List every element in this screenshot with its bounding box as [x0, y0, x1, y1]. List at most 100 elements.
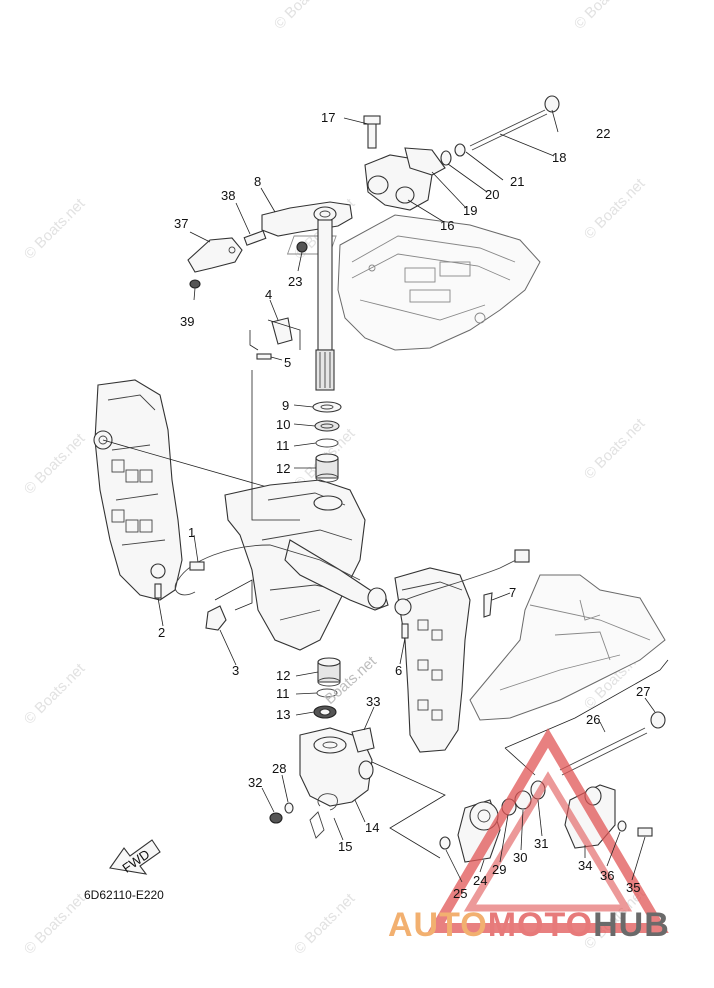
- automotohub-logo: AUTOMOTOHUB: [388, 906, 670, 945]
- callout-5: 5: [284, 355, 291, 370]
- logo-part-moto: MOTO: [487, 906, 594, 944]
- callout-31: 31: [534, 836, 548, 851]
- callout-11-upper: 11: [276, 438, 290, 453]
- callout-38: 38: [221, 188, 235, 203]
- callout-16: 16: [440, 218, 454, 233]
- nut-39: [189, 279, 201, 289]
- cap-22: [544, 95, 560, 113]
- callout-19: 19: [463, 203, 477, 218]
- washer-25: [439, 836, 451, 850]
- callout-4: 4: [265, 287, 272, 302]
- callout-12-upper: 12: [276, 461, 290, 476]
- screw-5: [256, 353, 272, 360]
- screw-2: [154, 583, 162, 599]
- callout-32: 32: [248, 775, 262, 790]
- callout-2: 2: [158, 625, 165, 640]
- catalog-code: 6D62110-E220: [84, 888, 164, 902]
- plate-19: [404, 147, 446, 176]
- callout-12-lower: 12: [276, 668, 290, 683]
- callout-3: 3: [232, 663, 239, 678]
- bolt-17: [363, 115, 381, 149]
- leader-lines: [157, 109, 656, 883]
- callout-23: 23: [288, 274, 302, 289]
- callout-10: 10: [276, 417, 290, 432]
- lower-unit-ghost: [469, 574, 666, 721]
- steering-shaft: [315, 219, 335, 391]
- logo-part-auto: AUTO: [388, 906, 488, 944]
- callout-1: 1: [188, 525, 195, 540]
- detail-box-line: [504, 659, 669, 749]
- bracket-37: [187, 237, 243, 273]
- lower-mount-14: [299, 727, 374, 807]
- bushing-10: [314, 420, 340, 432]
- watermark: © Boats.net: [581, 415, 649, 483]
- swivel-bracket: [224, 479, 389, 651]
- callout-18: 18: [552, 150, 566, 165]
- right-clamp-bracket: [394, 567, 471, 753]
- bolt-38: [243, 230, 267, 246]
- callout-39: 39: [180, 314, 194, 329]
- washer-20: [440, 150, 452, 166]
- watermark: © Boats.net: [21, 890, 89, 958]
- washer-36: [617, 820, 627, 832]
- upper-mount-bracket-ghost: [286, 214, 541, 351]
- callout-25: 25: [453, 886, 467, 901]
- cable-guide-line: [251, 370, 300, 521]
- callout-21: 21: [510, 174, 524, 189]
- callout-24: 24: [473, 873, 487, 888]
- cable-guide-line: [249, 330, 259, 351]
- cable-guide-line: [267, 319, 301, 350]
- callout-8: 8: [254, 174, 261, 189]
- clip-15: [309, 793, 338, 839]
- callout-14: 14: [365, 820, 379, 835]
- callout-15: 15: [338, 839, 352, 854]
- clip-3: [205, 605, 227, 631]
- bushing-12-lower: [317, 657, 341, 687]
- callout-36: 36: [600, 868, 614, 883]
- callout-13: 13: [276, 707, 290, 722]
- callout-37: 37: [174, 216, 188, 231]
- callout-17: 17: [321, 110, 335, 125]
- left-clamp-bracket: [93, 379, 331, 601]
- shaft-18: [469, 109, 548, 151]
- callout-34: 34: [578, 858, 592, 873]
- steering-arm-8: [261, 201, 353, 237]
- clip-4: [271, 317, 293, 345]
- nut-32: [269, 812, 283, 824]
- washer-28: [284, 802, 294, 814]
- callout-labels: 1 2 3 4 5 6 7 8 9 10 11 12 12 11 13 14 1…: [158, 110, 650, 901]
- washer-9: [312, 401, 342, 413]
- callout-6: 6: [395, 663, 402, 678]
- callout-9: 9: [282, 398, 289, 413]
- callout-29: 29: [492, 862, 506, 877]
- watermark: © Boats.net: [291, 890, 359, 958]
- bolt-26: [559, 727, 648, 776]
- watermark: © Boats.net: [271, 0, 339, 33]
- watermark-grid: © Boats.net © Boats.net © Boats.net © Bo…: [0, 0, 649, 958]
- callout-26: 26: [586, 712, 600, 727]
- bolt-6: [401, 623, 409, 639]
- logo-part-hub: HUB: [593, 906, 670, 944]
- watermark: © Boats.net: [571, 0, 639, 33]
- watermark: © Boats.net: [21, 430, 89, 498]
- callout-28: 28: [272, 761, 286, 776]
- watermark: © Boats.net: [581, 175, 649, 243]
- callout-11-lower: 11: [276, 686, 290, 701]
- callout-7: 7: [509, 585, 516, 600]
- callout-33: 33: [366, 694, 380, 709]
- cotter-7: [483, 592, 493, 618]
- bushing-12-upper: [315, 453, 339, 483]
- detail-box-line: [371, 761, 446, 859]
- trim-sensor-cable: [404, 549, 530, 601]
- callout-30: 30: [513, 850, 527, 865]
- bolt-35: [637, 827, 653, 837]
- nut-23: [296, 241, 308, 253]
- automotohub-triangle-icon: [427, 728, 669, 933]
- callout-35: 35: [626, 880, 640, 895]
- watermark: © Boats.net: [21, 660, 89, 728]
- callout-22: 22: [596, 126, 610, 141]
- grounding-lead-1: [174, 544, 361, 596]
- fwd-arrow: FWD: [109, 839, 161, 876]
